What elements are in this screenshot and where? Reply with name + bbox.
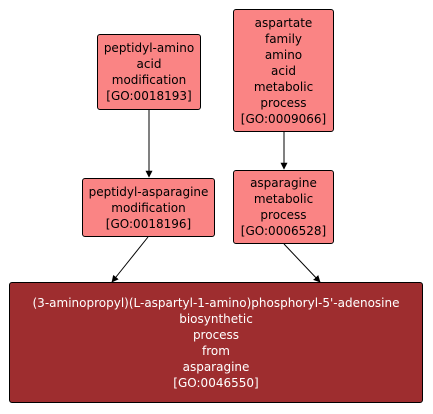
node-go-id: [GO:0006528] xyxy=(240,224,327,238)
node-text: (3-aminopropyl)(L-aspartyl-1-amino)phosp… xyxy=(33,295,400,391)
node-name: peptidyl-amino acid modification xyxy=(103,41,195,87)
node-go-id: [GO:0046550] xyxy=(173,375,259,390)
edge-asparagine-metabolic-to-target xyxy=(283,243,321,283)
node-name: peptidyl-asparagine modification xyxy=(88,184,209,215)
node-text: peptidyl-amino acid modification [GO:0018… xyxy=(104,40,194,104)
node-target-biosynthetic-process-from-asparagine[interactable]: (3-aminopropyl)(L-aspartyl-1-amino)phosp… xyxy=(9,282,423,403)
node-name: aspartate family amino acid metabolic pr… xyxy=(253,15,314,110)
node-text: peptidyl-asparagine modification[GO:0018… xyxy=(89,184,209,232)
node-text: aspartate family amino acid metabolic pr… xyxy=(241,15,326,127)
node-name: (3-aminopropyl)(L-aspartyl-1-amino)phosp… xyxy=(32,295,400,374)
node-text: asparagine metabolic process [GO:0006528] xyxy=(241,175,326,239)
node-peptidyl-amino-acid-modification[interactable]: peptidyl-amino acid modification [GO:0018… xyxy=(97,34,201,110)
node-go-id: [GO:0018193] xyxy=(106,89,192,103)
node-go-id: [GO:0018196] xyxy=(105,216,192,231)
node-peptidyl-asparagine-modification[interactable]: peptidyl-asparagine modification[GO:0018… xyxy=(82,178,215,237)
node-aspartate-family-amino-acid-metabolic-process[interactable]: aspartate family amino acid metabolic pr… xyxy=(233,9,334,132)
node-name: asparagine metabolic process xyxy=(250,176,317,222)
node-asparagine-metabolic-process[interactable]: asparagine metabolic process [GO:0006528] xyxy=(233,170,334,244)
edge-peptidyl-asparagine-to-target xyxy=(111,236,149,283)
node-go-id: [GO:0009066] xyxy=(240,111,327,126)
